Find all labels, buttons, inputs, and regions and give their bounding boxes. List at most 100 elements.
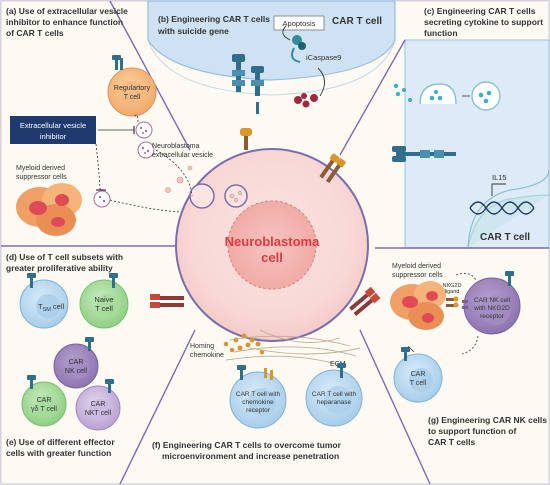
tumor-vesicle <box>224 184 248 208</box>
car-nk-label-1: CAR <box>69 359 84 366</box>
car-receptor-right <box>392 146 456 162</box>
car-t-membrane-top <box>147 0 396 81</box>
myeloid-a-label-2: suppressor cells <box>16 174 67 181</box>
nb-ev-label-2: extracellular vesicle <box>152 152 213 159</box>
apoptosis-box <box>273 15 325 31</box>
section-c-title-3: function <box>424 28 458 38</box>
car-nkt-label-2: NKT cell <box>85 410 112 417</box>
vesicle-a-3 <box>93 190 111 208</box>
inhibit-line-2 <box>95 143 101 191</box>
tumor-antigen-top <box>240 128 252 150</box>
section-a-title-1: (a) Use of extracellular vesicle <box>6 6 128 16</box>
section-d-title-1: (d) Use of T cell subsets with <box>6 252 123 262</box>
car-t-cell-g <box>393 347 443 403</box>
nkg2d-ligand-label-1: NKG2D <box>443 283 462 289</box>
homing-label: Homing <box>190 343 214 350</box>
arrow-drug <box>317 67 325 97</box>
car-nk-label-2: NK cell <box>65 368 88 375</box>
section-a-title-2: inhibitor to enhance function <box>6 17 123 27</box>
il15-dna <box>469 183 535 215</box>
car-receptor-top-2 <box>251 66 264 96</box>
chemo-cell-label-3: receptor <box>246 407 271 414</box>
section-c-title-1: (c) Engineering CAR T cells <box>424 6 536 16</box>
section-e-title-2: cells with greater function <box>6 448 111 458</box>
section-c-title-2: secreting cytokine to support <box>424 17 543 27</box>
ev-inhibitor-box <box>10 116 96 144</box>
myeloid-a-label-1: Myeloid derived <box>16 165 65 172</box>
car-t-heparanase-cell <box>305 363 363 427</box>
naive-label-2: T cell <box>95 304 113 313</box>
car-t-membrane-right <box>404 39 550 249</box>
icaspase-label: iCaspase9 <box>306 53 341 62</box>
ev-inhibitor-label-1: Extracellular vesicle <box>20 121 86 130</box>
section-f-title-1: (f) Engineering CAR T cells to overcome … <box>152 440 342 450</box>
car-nk-g-label-1: CAR NK cell <box>474 297 511 304</box>
section-b-title-1: (b) Engineering CAR T cells <box>158 14 270 24</box>
section-a-title-3: of CAR T cells <box>6 28 64 38</box>
vesicle-a-2 <box>137 141 155 159</box>
tumor-vesicle-bud <box>189 183 215 209</box>
icaspase9-molecule <box>291 35 306 63</box>
il15-label: IL15 <box>492 173 507 182</box>
ev-path-arrow <box>155 149 193 197</box>
car-nk-cell-e <box>53 337 99 389</box>
car-gd-label-2: γδ T cell <box>31 406 57 413</box>
car-t-label-top: CAR T cell <box>332 16 382 27</box>
arrow-to-apoptosis <box>282 25 291 41</box>
myeloid-g-label-1: Myeloid derived <box>392 263 441 270</box>
nb-ev-label-1: Neuroblastoma <box>152 143 200 150</box>
apoptosis-label: Apoptosis <box>283 19 316 28</box>
car-t-label-right: CAR T cell <box>480 232 530 243</box>
ecm-fibers <box>225 329 361 367</box>
section-g-title-3: CAR T cells <box>428 437 476 447</box>
naive-t-cell <box>79 273 129 329</box>
myeloid-g-label-2: suppressor cells <box>392 272 443 279</box>
section-f-title-2: microenvironment and increase penetratio… <box>162 451 339 461</box>
hep-cell-label-1: CAR T cell with <box>312 391 357 398</box>
vesicle-a-1 <box>135 121 153 139</box>
neuroblastoma-nucleus <box>227 200 317 290</box>
car-nkt-cell <box>75 379 121 431</box>
section-g-title-1: (g) Engineering CAR NK cells <box>428 415 547 425</box>
naive-label-1: Naive <box>94 295 113 304</box>
car-t-g-label-2: T cell <box>410 380 427 387</box>
tsm-label: TSM cell <box>38 302 65 313</box>
car-nkt-label-1: CAR <box>91 401 106 408</box>
tcr-top <box>256 102 259 114</box>
chemokine-label: chemokine <box>190 352 224 359</box>
suicide-gene-drugs <box>294 93 318 108</box>
car-nk-cell-g <box>462 271 521 335</box>
tumor-antigen-bottom-right <box>349 286 381 317</box>
nb-cell-label-2: cell <box>261 250 283 265</box>
myeloid-suppressor-cells-g <box>390 281 446 330</box>
car-t-g-label-1: CAR <box>411 371 426 378</box>
section-e-title-1: (e) Use of different effector <box>6 437 115 447</box>
nkg2d-ligand <box>446 296 459 308</box>
section-d-title-2: greater proliferative ability <box>6 263 113 273</box>
car-receptor-top-1 <box>232 54 245 92</box>
nb-cell-label-1: Neuroblastoma <box>225 234 320 249</box>
car-gd-label-1: CAR <box>37 397 52 404</box>
section-g-title-2: to support function of <box>428 426 516 436</box>
tumor-antigen-left <box>150 294 184 308</box>
section-b-title-2: with suicide gene <box>157 26 229 36</box>
car-nk-g-label-2: with NKG2D <box>473 305 510 312</box>
hep-cell-label-2: heparanase <box>317 399 352 406</box>
chemo-cell-label-2: chemokine <box>242 399 274 406</box>
homing-chemokines <box>223 333 265 355</box>
regulatory-label-2: T cell <box>124 94 141 101</box>
cytokine-vesicle-2 <box>471 81 501 111</box>
nkg2d-ligand-label-2: ligand <box>445 289 460 295</box>
arrow-nk-to-t <box>461 335 479 355</box>
regulatory-label-1: Regulartory <box>114 85 151 92</box>
car-t-chemokine-cell <box>229 365 287 429</box>
tumor-antigen-right <box>319 153 346 184</box>
chemo-cell-label-1: CAR T cell with <box>236 391 281 398</box>
cytokine-vesicle-1 <box>419 83 457 105</box>
car-gd-t-cell <box>21 375 67 427</box>
car-nk-g-label-3: receptor <box>480 313 505 320</box>
ev-inhibitor-label-2: inhibitor <box>40 132 67 141</box>
